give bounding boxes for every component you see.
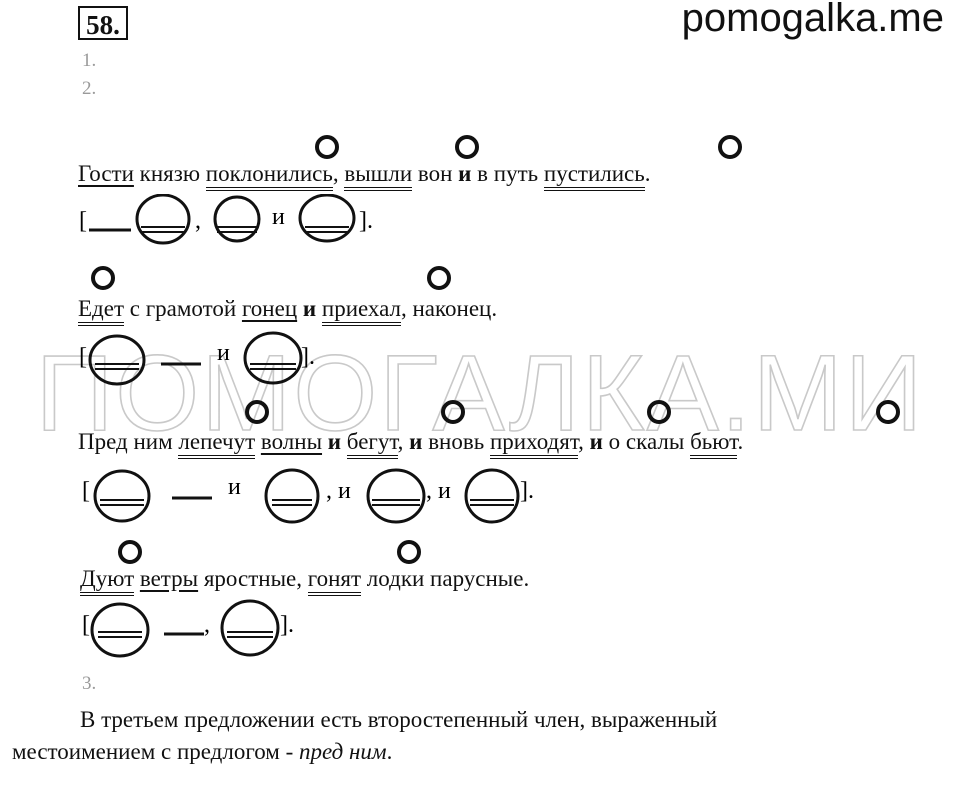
- predicate-circle-mark: [245, 400, 269, 424]
- schema-bracket-open: [: [82, 612, 90, 638]
- schema-bracket-close: ].: [359, 208, 373, 234]
- subject-word: волны: [260, 429, 323, 454]
- predicate-word: поклонились: [205, 161, 333, 191]
- conjunction-word: и: [302, 296, 317, 321]
- predicate-word: приходят: [489, 429, 579, 459]
- predicate-circle-mark: [91, 266, 115, 290]
- watermark-text: ПОМОГАЛКА.МИ: [36, 338, 925, 448]
- predicate-word: гонят: [307, 566, 362, 596]
- predicate-schema-circle: [243, 331, 303, 385]
- schema-conjunction: и: [228, 474, 241, 500]
- conjunction-word: и: [327, 429, 342, 454]
- schema-bracket-open: [: [79, 208, 87, 234]
- predicate-schema-circle: [88, 334, 146, 386]
- punctuation: .: [644, 161, 651, 186]
- punctuation: .: [737, 429, 744, 454]
- predicate-schema-circle: [90, 602, 150, 658]
- predicate-word: Дуют: [80, 566, 135, 596]
- schema-conjunction: и: [272, 204, 285, 230]
- predicate-schema-circle: [135, 194, 191, 245]
- predicate-word: вышли: [344, 161, 413, 191]
- schema-bracket-close: ].: [280, 612, 294, 638]
- sentence-4: Дуют ветры яростные, гонят лодки парусны…: [80, 565, 530, 596]
- schema-bracket-open: [: [79, 344, 87, 370]
- predicate-schema-circle: [93, 469, 151, 523]
- subject-word: гонец: [241, 296, 298, 321]
- word: о скалы: [608, 429, 685, 454]
- predicate-word: приехал: [321, 296, 401, 326]
- word: с грамотой: [129, 296, 237, 321]
- conclusion-text: местоимением с предлогом -: [12, 739, 299, 764]
- predicate-circle-mark: [427, 266, 451, 290]
- predicate-word: бьют: [690, 429, 738, 459]
- predicate-circle-mark: [876, 400, 900, 424]
- predicate-word: бегут: [346, 429, 398, 459]
- schema-comma: ,: [204, 612, 210, 638]
- predicate-schema-circle: [264, 468, 320, 524]
- watermark: ПОМОГАЛКА.МИ: [35, 338, 925, 448]
- sentence-schema-1: [ , и ].: [79, 194, 373, 245]
- sentence-2: Едет с грамотой гонец и приехал, наконец…: [78, 295, 498, 326]
- sentence-1: Гости князю поклонились, вышли вон и в п…: [78, 160, 651, 191]
- predicate-circle-mark: [397, 540, 421, 564]
- schema-bracket-close: ].: [520, 478, 534, 504]
- conjunction-word: и: [458, 161, 472, 186]
- word: лодки парусные.: [366, 566, 530, 591]
- sentence-3: Пред ним лепечут волны и бегут, и вновь …: [78, 428, 744, 459]
- word: Пред ним: [78, 429, 173, 454]
- word: князю: [139, 161, 201, 186]
- predicate-schema-circle: [464, 468, 520, 524]
- step-number-2: 2.: [82, 78, 97, 99]
- conjunction-word: и: [589, 429, 603, 454]
- word: яростные,: [203, 566, 302, 591]
- schema-conjunction: , и: [426, 478, 451, 504]
- punctuation: ,: [397, 429, 404, 454]
- word: вновь: [428, 429, 485, 454]
- predicate-circle-mark: [118, 540, 142, 564]
- predicate-circle-mark: [455, 135, 479, 159]
- step-number-3: 3.: [82, 673, 97, 694]
- conclusion-line-1: В третьем предложении есть второстепенны…: [80, 707, 718, 732]
- predicate-circle-mark: [647, 400, 671, 424]
- predicate-circle-mark: [441, 400, 465, 424]
- conclusion-end: .: [386, 739, 393, 764]
- subject-word: ветры: [139, 566, 199, 591]
- schema-bracket-close: ].: [301, 344, 315, 370]
- predicate-schema-circle: [220, 599, 280, 657]
- predicate-circle-mark: [718, 135, 742, 159]
- site-watermark-title: pomogalka.me: [681, 0, 944, 40]
- punctuation: ,: [332, 161, 339, 186]
- predicate-word: лепечут: [178, 429, 256, 459]
- predicate-word: Едет: [78, 296, 125, 326]
- schema-comma: ,: [195, 208, 201, 234]
- sentence-schema-2: [ и ].: [79, 331, 315, 386]
- schema-conjunction: и: [217, 340, 230, 366]
- schema-bracket-open: [: [82, 478, 90, 504]
- task-number: 58.: [78, 6, 128, 40]
- word: в путь: [477, 161, 539, 186]
- predicate-schema-circle: [366, 468, 426, 524]
- conjunction-word: и: [409, 429, 423, 454]
- predicate-word: пустились: [543, 161, 645, 191]
- predicate-circle-mark: [315, 135, 339, 159]
- word: , наконец.: [401, 296, 498, 321]
- conclusion-line-2: местоимением с предлогом - пред ним.: [12, 736, 392, 768]
- predicate-schema-circle: [213, 195, 261, 243]
- sentence-schema-3: [ и , и , и ].: [82, 468, 534, 524]
- sentence-schema-4: [ , ].: [82, 599, 294, 658]
- step-number-1: 1.: [82, 50, 97, 71]
- subject-word: Гости: [78, 161, 134, 186]
- conclusion-example: пред ним: [298, 739, 387, 764]
- punctuation: ,: [578, 429, 584, 454]
- predicate-schema-circle: [298, 194, 356, 243]
- schema-conjunction: , и: [326, 478, 351, 504]
- word: вон: [417, 161, 453, 186]
